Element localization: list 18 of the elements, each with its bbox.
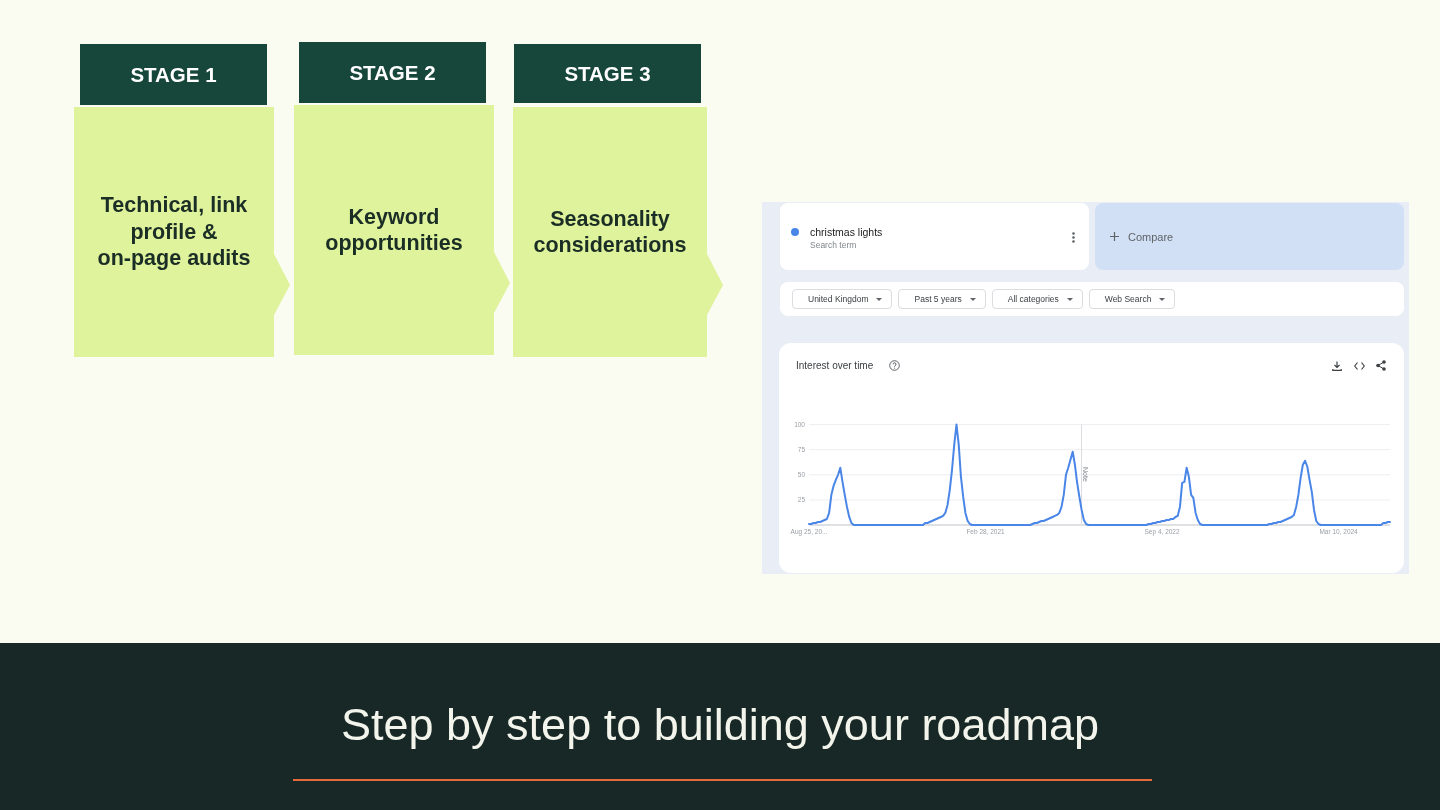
dropdown-button: All categories xyxy=(991,289,1083,309)
stage-header: STAGE 1 xyxy=(80,44,267,105)
chevron-box xyxy=(74,107,290,357)
dropdown-button: United Kingdom xyxy=(792,289,893,309)
chart-title: Interest over time xyxy=(796,360,874,372)
stage-header: STAGE 3 xyxy=(514,44,701,103)
dropdown-button: Web Search xyxy=(1088,289,1176,309)
stage-description: Technical, link profile & on-page audits xyxy=(96,192,252,272)
stage-header: STAGE 2 xyxy=(299,42,486,103)
stage-description: Keyword opportunities xyxy=(324,203,464,257)
stage-description: Seasonality considerations xyxy=(532,205,688,259)
chevron-box xyxy=(294,105,510,355)
dropdown-button: Past 5 years xyxy=(898,289,986,309)
compare-button: Compare xyxy=(1095,203,1404,270)
search-term-caption: Search term xyxy=(810,240,857,250)
slide-title: Step by step to building your roadmap xyxy=(340,699,1100,751)
chevron-box xyxy=(513,107,723,357)
search-term-text: christmas lights xyxy=(810,226,883,238)
